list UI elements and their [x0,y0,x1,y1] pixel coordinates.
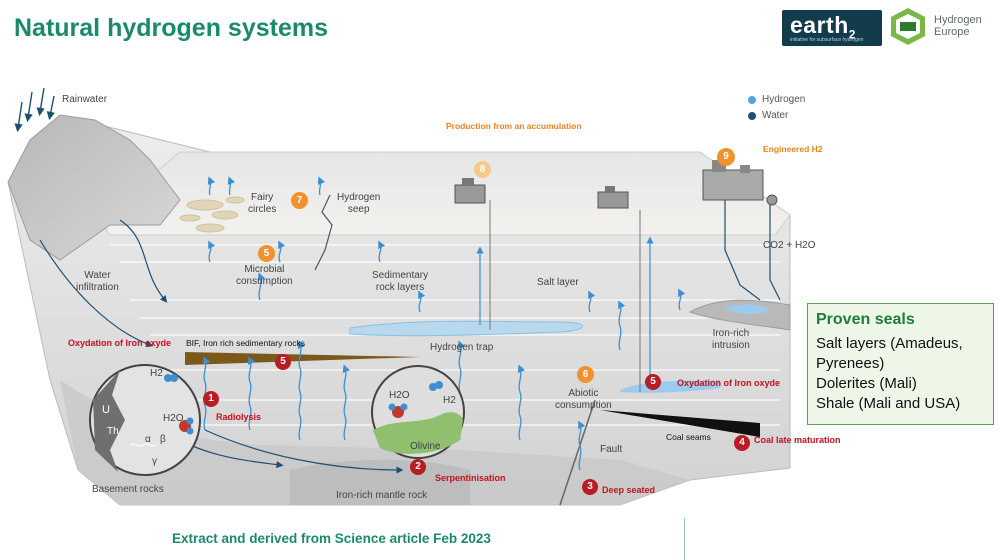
badge-2: 2 [410,459,426,475]
sedimentary-rock-layers-label: Sedimentary rock layers [372,270,429,293]
bif-label: BIF, Iron rich sedimentary rocks [186,338,306,348]
h2o-molecule-serp [392,406,404,418]
basement-rocks-label: Basement rocks [92,484,164,495]
h2-molecule-radiolysis [164,374,172,382]
badge-3: 3 [582,479,598,495]
iron-rich-mantle-rock-label: Iron-rich mantle rock [336,490,428,501]
earth2-logo-word: earth [790,12,849,38]
water-infiltration-label: Water infiltration [76,270,119,293]
deep-seated-label: Deep seated [602,485,656,495]
page-title: Natural hydrogen systems [14,14,328,42]
footer-caption: Extract and derived from Science article… [172,531,491,546]
well-production-arrows [476,236,654,385]
gamma-label: γ [152,456,157,467]
badge-7: 7 [291,192,308,209]
abiotic-consumption-label: Abiotic consumption [555,388,612,411]
hydrogen-europe-line1: Hydrogen [934,14,982,26]
iron-rich-intrusion-label: Iron-rich intrusion [712,328,750,351]
seal-item: Dolerites (Mali) [816,375,917,392]
radiation-wave [129,443,157,447]
seep-crack [314,194,333,271]
radiolysis-label: Radiolysis [216,412,262,422]
h2o-label-radiolysis: H2O [163,413,184,424]
salt-layer-label: Salt layer [537,277,579,288]
basement-zone [60,380,690,505]
uranium-rock [93,370,125,472]
seal-item: Shale (Mali and USA) [816,395,961,412]
intrusion-hydrogen [725,304,770,315]
fairy-circles-label: Fairy circles [248,192,277,215]
coal-seam [600,410,760,437]
olivine-shape [373,412,463,454]
h2-label-serp: H2 [443,395,456,406]
hydrogen-europe-logo-mark [891,8,925,45]
well-facility-2 [597,186,641,392]
proven-seals-title: Proven seals [816,311,915,328]
engineered-h2-plant [702,160,781,301]
badge-4: 4 [734,435,750,451]
microbial-consumption-label: Microbial consumption [236,264,293,287]
engineered-h2-label: Engineered H2 [763,144,823,154]
beta-label: β [160,434,166,445]
fault-label: Fault [600,444,623,455]
legend-water-dot [748,112,756,120]
thorium-label: Th [107,426,119,437]
h2o-label-serp: H2O [389,390,410,401]
coal-seams-label: Coal seams [666,432,711,442]
alpha-label: α [145,434,151,445]
rainwater-label: Rainwater [62,94,108,105]
badge-5-bif: 5 [275,354,291,370]
seal-item: Pyrenees) [816,355,885,372]
rain-arrows [14,87,55,133]
footer-divider [684,518,685,560]
uranium-label: U [102,404,110,416]
salt-layer [349,320,583,337]
hydrogen-seep-label: Hydrogen seep [337,192,381,215]
badge-5-right: 5 [645,374,661,390]
hydrogen-europe-line2: Europe [934,26,970,38]
fairy-circles-shapes [179,196,245,233]
earth2-logo-tagline: initiative for subsurface hydrogen [790,37,864,43]
oxydation-left-label: Oxydation of Iron oxyde [68,338,172,348]
coal-late-maturation-label: Coal late maturation [754,435,841,445]
seal-item: Salt layers (Amadeus, [816,335,963,352]
legend-hydrogen-label: Hydrogen [762,94,806,105]
badge-6: 6 [577,366,594,383]
bif-layer [185,352,420,365]
fault-line [559,399,596,506]
legend-hydrogen-dot [748,96,756,104]
olivine-label: Olivine [410,441,441,452]
radiolysis-inset [89,364,201,476]
badge-5-microbial: 5 [258,245,275,262]
well-facility-1 [454,178,491,330]
co2-h2o-label: CO2 + H2O [763,240,816,251]
hydrogen-trap-label: Hydrogen trap [430,342,494,353]
h2-label-radiolysis: H2 [150,368,163,379]
badge-9: 9 [717,148,735,166]
badge-1: 1 [203,391,219,407]
earth2-logo: earth2 initiative for subsurface hydroge… [782,10,882,46]
oxydation-right-label: Oxydation of Iron oxyde [677,378,781,388]
production-accumulation-label: Production from an accumulation [446,121,582,131]
legend-water-label: Water [762,110,789,121]
ground-surface [99,151,791,236]
badge-8: 8 [474,161,491,178]
earth2-logo-sub: 2 [848,27,856,42]
proven-seals-box: Proven seals Salt layers (Amadeus, Pyren… [807,303,994,425]
right-hydrogen-lens [620,380,720,393]
mountain [7,114,181,261]
hydrogen-europe-logo-text: Hydrogen Europe [934,14,982,38]
serpentinisation-label: Serpentinisation [435,473,506,483]
mantle-zone [290,459,470,505]
